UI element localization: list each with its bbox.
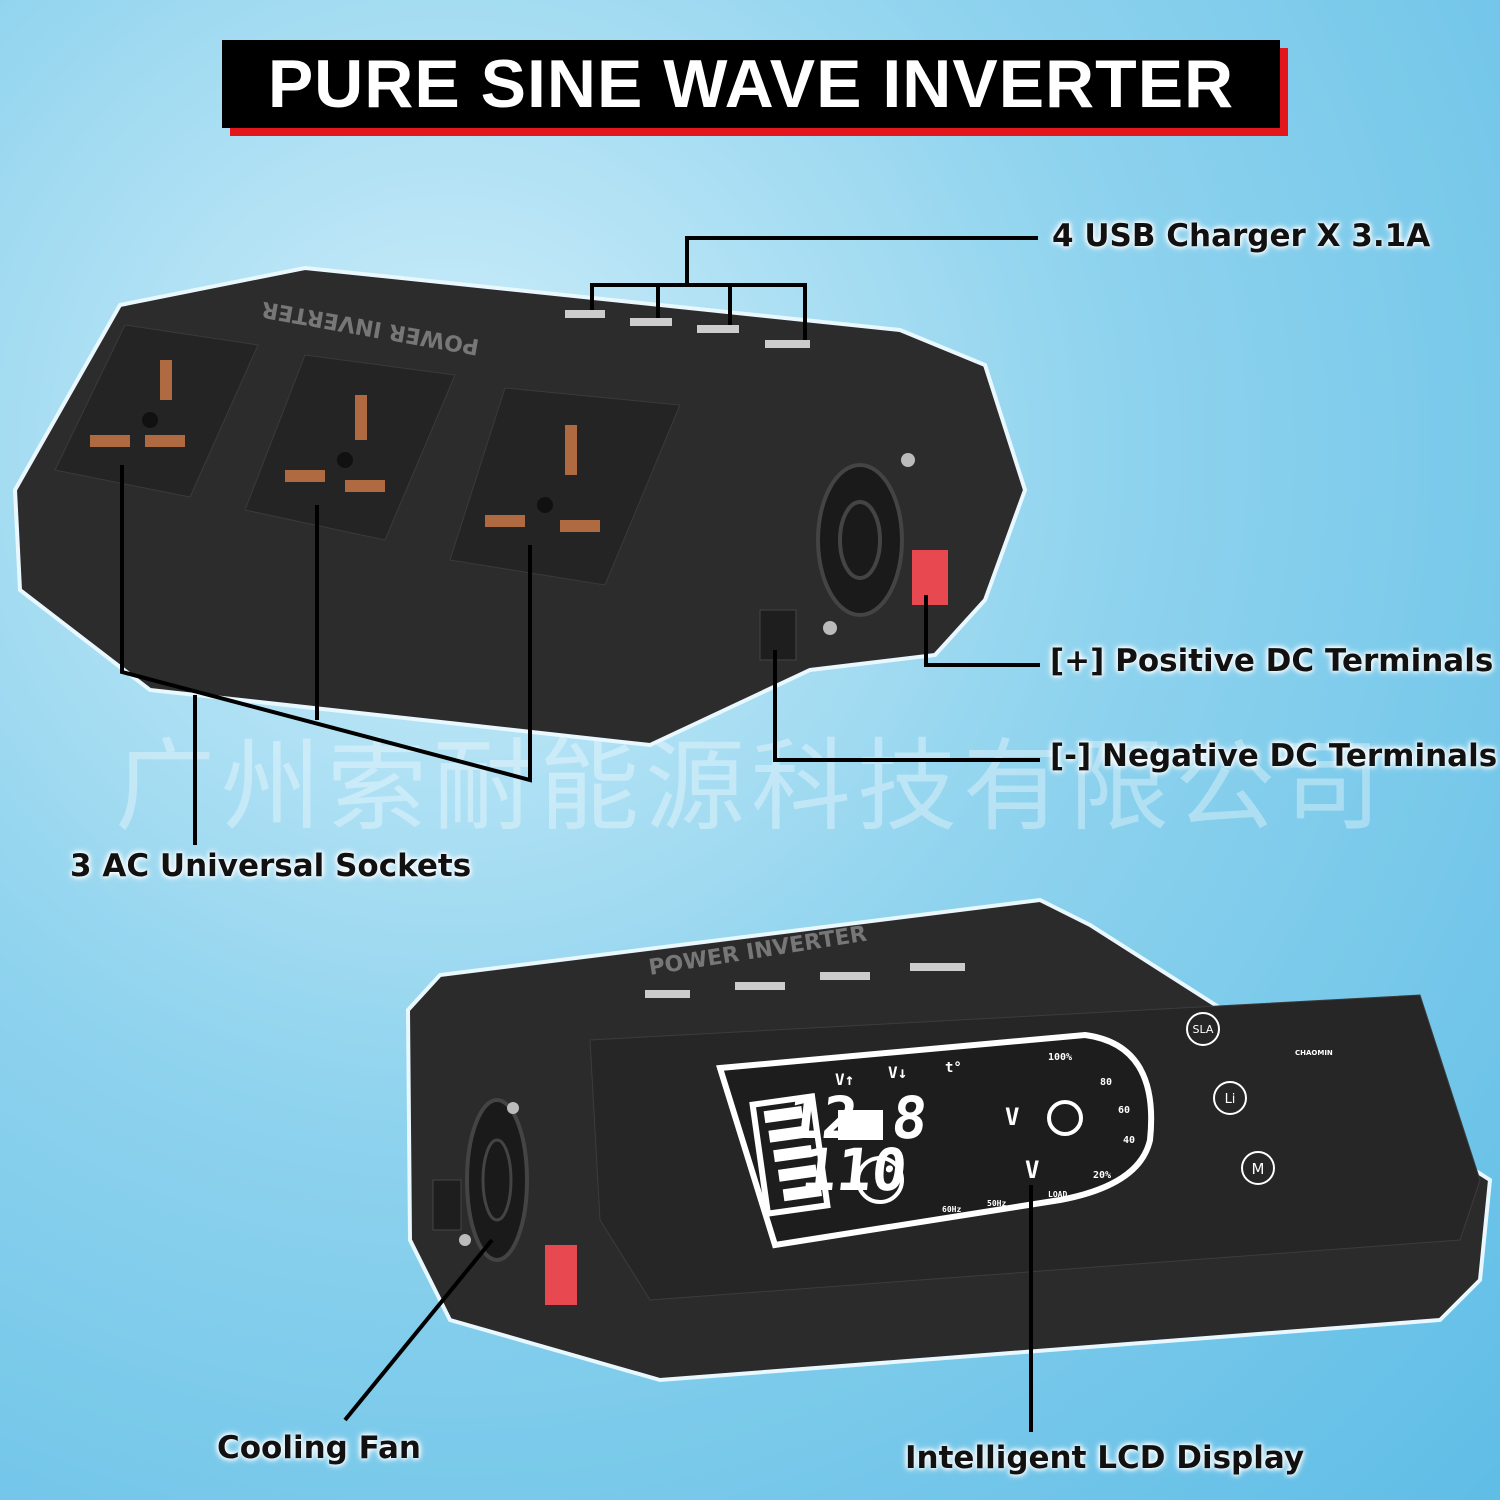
battery-level-icon: [749, 1092, 831, 1218]
lcd-display: V↑ V↓ t° 12.8 V 110 V 60Hz 50Hz LOAD 100…: [716, 1031, 1155, 1249]
callout-lines-top: [120, 236, 1040, 845]
callout-positive-terminal: [+] Positive DC Terminals: [1050, 643, 1494, 679]
callout-lines-bottom: [343, 1185, 1033, 1432]
battery-level-bars: [763, 1105, 823, 1202]
mode-button-sla[interactable]: SLA: [1186, 1012, 1220, 1046]
watermark: 广州索耐能源科技有限公司: [115, 728, 1387, 845]
negative-terminal: [432, 1179, 462, 1231]
freq-50hz: 50Hz: [987, 1199, 1006, 1208]
ac-socket: [54, 324, 259, 498]
power-icon: [1047, 1100, 1083, 1136]
positive-terminal: [912, 550, 948, 605]
inverter-front-view: POWER INVERTER V↑ V↓ t° 12.8 V 110 V 60H…: [405, 897, 1493, 1383]
output-voltage: 110: [798, 1136, 910, 1204]
negative-terminal: [759, 609, 797, 661]
callout-negative-terminal: [-] Negative DC Terminals: [1050, 738, 1498, 774]
load-indicator: LOAD: [1048, 1190, 1067, 1199]
brand-logo: CHAOMIN: [1295, 1049, 1333, 1057]
page-title: PURE SINE WAVE INVERTER: [267, 46, 1235, 122]
battery-icon: [838, 1110, 883, 1140]
load-scale-80: 80: [1100, 1077, 1112, 1088]
voltage-down-indicator: V↓: [888, 1063, 907, 1082]
inverter-top-view: POWER INVERTER: [12, 265, 1028, 748]
freq-60hz: 60Hz: [942, 1205, 961, 1214]
mode-button-m[interactable]: M: [1241, 1151, 1275, 1185]
title-banner: PURE SINE WAVE INVERTER: [222, 40, 1280, 128]
battery-voltage: 12.8: [784, 1084, 931, 1152]
callout-cooling-fan: Cooling Fan: [217, 1430, 421, 1466]
voltage-up-indicator: V↑: [835, 1070, 854, 1089]
ac-plug-icon: [856, 1156, 904, 1204]
usb-port: [645, 963, 965, 998]
load-scale-60: 60: [1118, 1105, 1130, 1116]
load-scale-40: 40: [1123, 1135, 1135, 1146]
mode-button-li[interactable]: Li: [1213, 1081, 1247, 1115]
ac-socket: [244, 354, 456, 541]
ac-socket: [449, 387, 681, 586]
temperature-indicator: t°: [945, 1060, 962, 1076]
callout-lcd-display: Intelligent LCD Display: [905, 1440, 1305, 1476]
battery-voltage-unit: V: [1005, 1103, 1019, 1131]
callout-ac-sockets: 3 AC Universal Sockets: [70, 848, 472, 884]
usb-port: [565, 310, 810, 348]
mode-button-li-label: Li: [1225, 1092, 1236, 1107]
positive-terminal: [545, 1245, 577, 1305]
cooling-fan-icon: [816, 453, 915, 635]
mode-button-sla-label: SLA: [1193, 1023, 1214, 1036]
load-scale-100: 100%: [1048, 1052, 1072, 1063]
callout-usb: 4 USB Charger X 3.1A: [1052, 218, 1431, 254]
cooling-fan-icon: [459, 1098, 529, 1262]
mode-button-m-label: M: [1252, 1160, 1265, 1178]
load-scale: 100% 80 60 40 20%: [1048, 1052, 1135, 1181]
output-voltage-unit: V: [1025, 1156, 1039, 1184]
load-scale-20: 20%: [1093, 1170, 1111, 1181]
